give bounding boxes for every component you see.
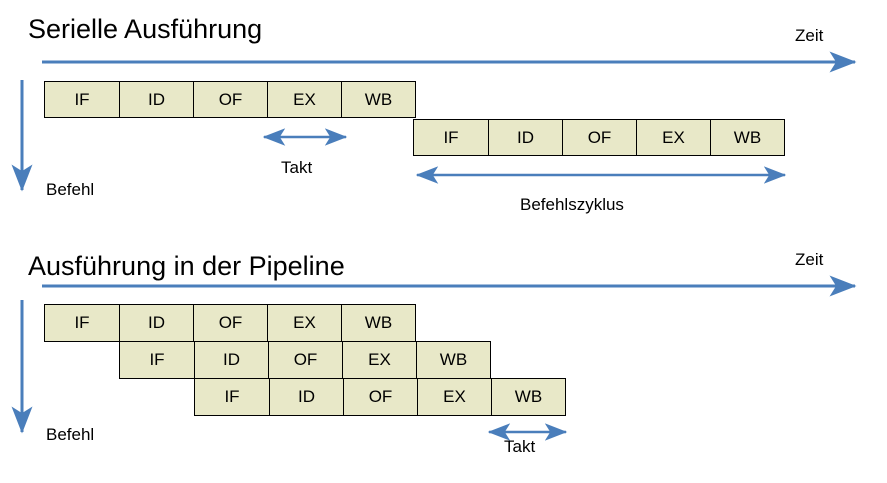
stage-cell: IF (413, 119, 489, 156)
stage-cell: EX (267, 304, 342, 342)
time-axis-label-pipeline: Zeit (795, 250, 824, 269)
instruction-axis-label-pipeline: Befehl (46, 425, 95, 444)
stage-cell: OF (193, 81, 268, 118)
instruction-row: IF ID OF EX WB (413, 119, 785, 156)
stage-cell: ID (194, 341, 269, 379)
stage-cell: IF (119, 341, 195, 379)
stage-cell: ID (269, 378, 344, 416)
stage-cell: OF (343, 378, 418, 416)
stage-cell: EX (342, 341, 417, 379)
stage-cell: WB (341, 81, 416, 118)
clock-label-serial: Takt (281, 158, 313, 177)
stage-cell: WB (491, 378, 566, 416)
cycle-label-serial: Befehlszyklus (520, 195, 624, 214)
stage-cell: WB (710, 119, 785, 156)
stage-cell: EX (267, 81, 342, 118)
instruction-row: IF ID OF EX WB (44, 304, 416, 342)
clock-label-pipeline: Takt (504, 437, 536, 456)
section-title-serial: Serielle Ausführung (28, 14, 263, 44)
stage-cell: OF (268, 341, 343, 379)
stage-cell: WB (416, 341, 491, 379)
section-title-pipeline: Ausführung in der Pipeline (28, 251, 345, 281)
stage-cell: EX (417, 378, 492, 416)
stage-cell: WB (341, 304, 416, 342)
stage-cell: ID (119, 304, 194, 342)
instruction-row: IF ID OF EX WB (119, 341, 491, 379)
stage-cell: ID (119, 81, 194, 118)
time-axis-label-serial: Zeit (795, 26, 824, 45)
stage-cell: OF (193, 304, 268, 342)
instruction-row: IF ID OF EX WB (44, 81, 416, 118)
stage-cell: IF (44, 304, 120, 342)
stage-cell: OF (562, 119, 637, 156)
instruction-axis-label-serial: Befehl (46, 180, 95, 199)
instruction-row: IF ID OF EX WB (194, 378, 566, 416)
stage-cell: ID (488, 119, 563, 156)
stage-cell: IF (44, 81, 120, 118)
stage-cell: EX (636, 119, 711, 156)
stage-cell: IF (194, 378, 270, 416)
